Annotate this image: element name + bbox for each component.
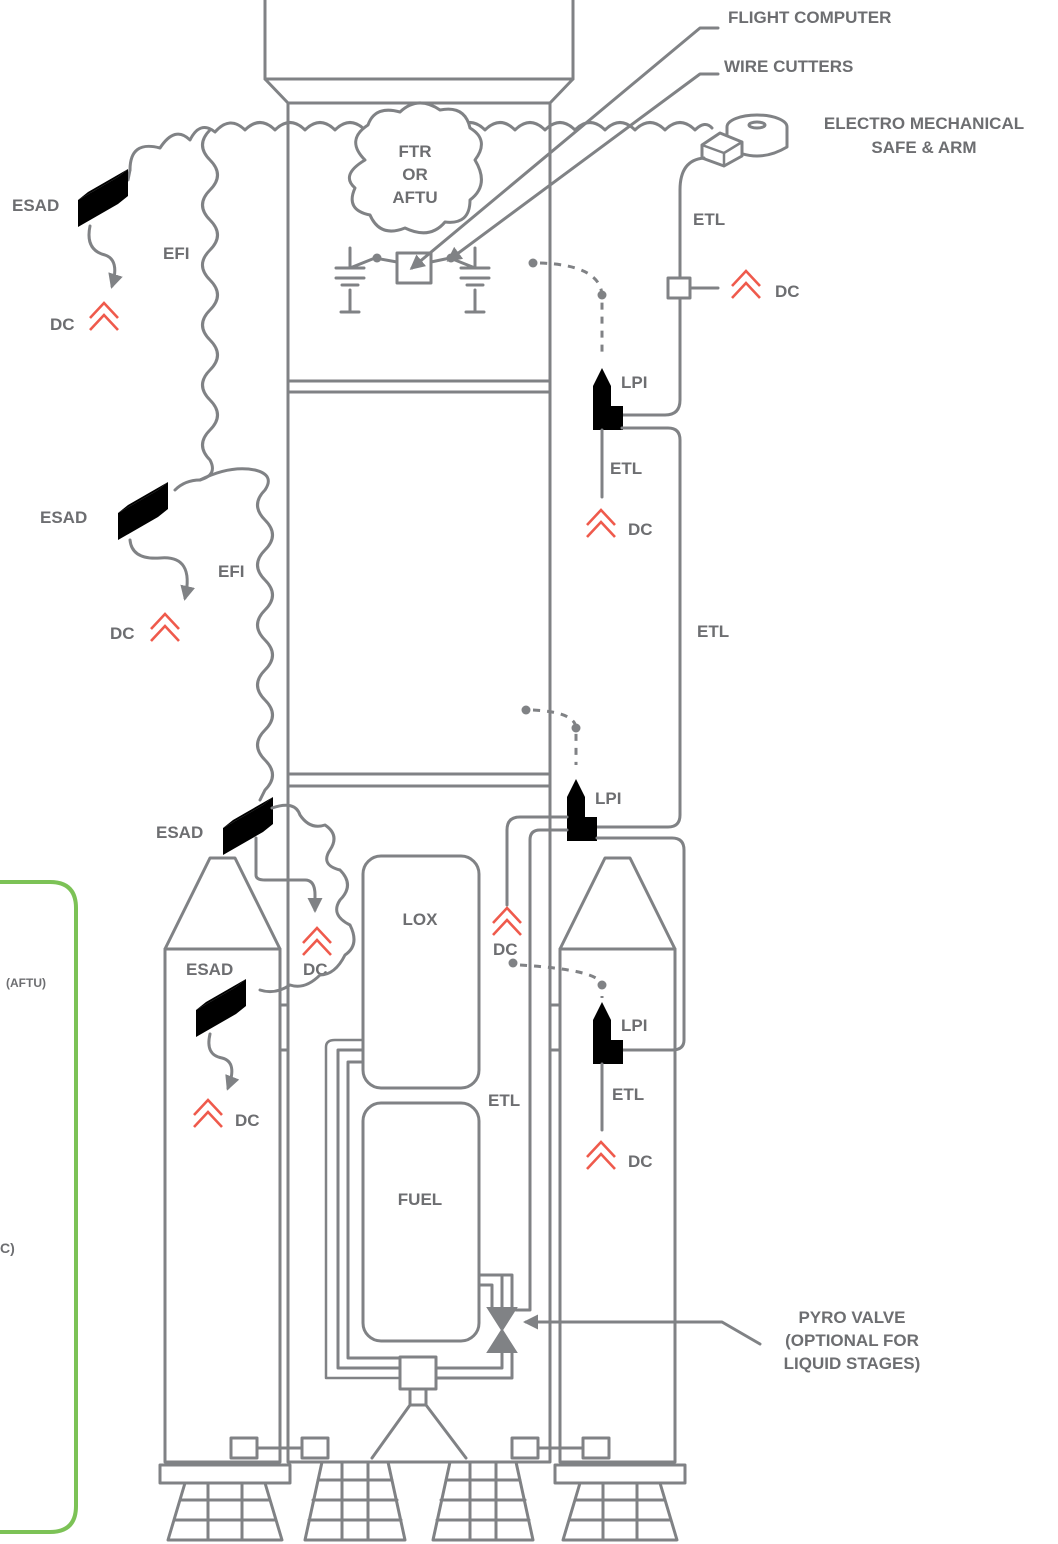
esad-4-label: ESAD [186, 960, 233, 979]
ftr-label-2: OR [402, 165, 428, 184]
efi-label-1: EFI [163, 244, 189, 263]
wire-cutters-pointer [446, 72, 720, 262]
pyro-pointer [523, 1314, 762, 1346]
flight-computer-pointer [409, 26, 720, 270]
esad-4 [196, 979, 246, 1037]
pyro-valve-label-1: PYRO VALVE [798, 1308, 905, 1327]
lpi-2 [567, 779, 597, 841]
propellant-tanks [324, 854, 514, 1460]
dc-label-esad1: DC [50, 315, 75, 334]
efi-wavy-1 [198, 128, 219, 482]
esad-2 [118, 482, 168, 540]
flight-computer-label: FLIGHT COMPUTER [728, 8, 891, 27]
dc-label-top-right: DC [775, 282, 800, 301]
fuel-tank-label: FUEL [398, 1190, 442, 1209]
etl-connector [666, 276, 692, 300]
lpi-3-label: LPI [621, 1016, 647, 1035]
pyro-valve [486, 1307, 518, 1353]
etl-label-top: ETL [693, 210, 725, 229]
etl-label-lpi1: ETL [610, 459, 642, 478]
ftr-label-1: FTR [398, 142, 431, 161]
efi-wavy-2 [198, 467, 274, 802]
pyro-valve-label-3: LIQUID STAGES) [784, 1354, 921, 1373]
left-booster [163, 856, 330, 1464]
wire-cutters-label: WIRE CUTTERS [724, 57, 853, 76]
legend-aftu-text: (AFTU) [6, 976, 46, 990]
esad-3-label: ESAD [156, 823, 203, 842]
lox-tank-label: LOX [403, 910, 439, 929]
esad-3 [223, 797, 273, 855]
flight-computer-assembly [334, 246, 491, 314]
dc-label-esad2: DC [110, 624, 135, 643]
right-booster [510, 856, 677, 1464]
legend-c-text: C) [0, 1240, 15, 1256]
efi-wavy-3 [258, 803, 356, 994]
electro-mechanical-safe-arm [700, 113, 789, 168]
electro-mechanical-label-2: SAFE & ARM [871, 138, 976, 157]
dc-label-lpi3: DC [628, 1152, 653, 1171]
electro-mechanical-label-1: ELECTRO MECHANICAL [824, 114, 1024, 133]
lpi-3 [593, 1002, 623, 1064]
engine-nozzles [158, 1460, 687, 1542]
esad-1-label: ESAD [12, 196, 59, 215]
dc-label-center: DC [493, 940, 518, 959]
lpi-1-label: LPI [621, 373, 647, 392]
esad-2-label: ESAD [40, 508, 87, 527]
lpi-1 [593, 368, 623, 430]
rocket-body [263, 0, 575, 1464]
etl-label-lower: ETL [488, 1091, 520, 1110]
esad-1 [78, 169, 128, 227]
lpi-2-label: LPI [595, 789, 621, 808]
etl-label-lpi3: ETL [612, 1085, 644, 1104]
dc-label-lpi1: DC [628, 520, 653, 539]
ftr-label-3: AFTU [392, 188, 437, 207]
legend-box [0, 880, 78, 1534]
efi-label-2: EFI [218, 562, 244, 581]
etl-label-mid: ETL [697, 622, 729, 641]
ftr-cloud: FTR OR AFTU [347, 101, 483, 235]
dc-label-esad4: DC [235, 1111, 260, 1130]
pyro-valve-label-2: (OPTIONAL FOR [785, 1331, 919, 1350]
